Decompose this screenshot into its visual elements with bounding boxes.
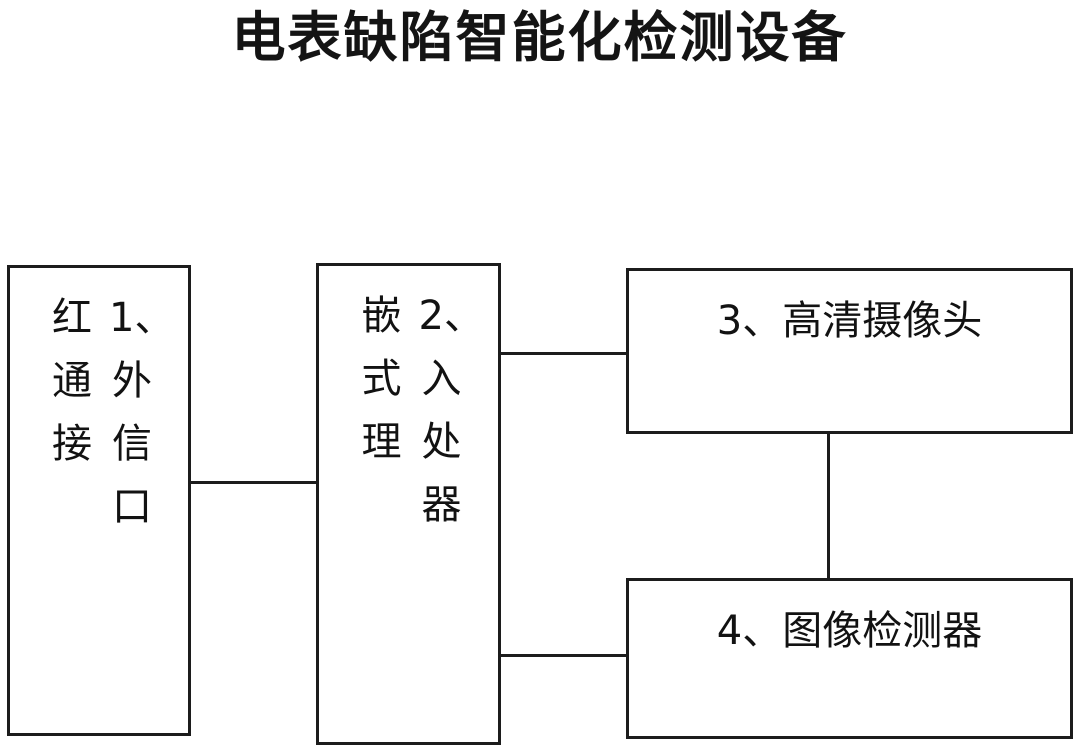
node-image-detector[interactable]: 4、图像检测器	[626, 578, 1073, 739]
node-embedded-processor-column-1: 2、 入 处 器	[418, 288, 484, 534]
connector-processor-to-camera	[498, 352, 629, 355]
char: 接	[52, 421, 92, 467]
char: 嵌	[361, 293, 402, 339]
char: 2、	[418, 293, 484, 339]
char: 红	[52, 295, 92, 341]
node-infrared-port-column-1: 1、 外 信 口	[109, 290, 175, 536]
node-image-detector-label: 4、图像检测器	[716, 608, 983, 654]
char: 1、	[109, 295, 175, 341]
char: 入	[421, 356, 462, 402]
connector-processor-to-detector	[498, 654, 629, 657]
node-embedded-processor[interactable]: 2、 入 处 器 嵌 式 理	[316, 263, 501, 745]
node-embedded-processor-column-2: 嵌 式 理	[359, 288, 405, 471]
char: 外	[112, 358, 152, 404]
char: 理	[361, 419, 402, 465]
node-hd-camera-label: 3、高清摄像头	[716, 298, 983, 344]
node-infrared-port[interactable]: 1、 外 信 口 红 通 接	[7, 265, 191, 736]
char: 处	[421, 419, 462, 465]
char: 通	[52, 358, 92, 404]
connector-port-to-processor	[188, 481, 319, 484]
node-embedded-processor-label: 2、 入 处 器 嵌 式 理	[319, 288, 498, 563]
connector-camera-to-detector	[827, 431, 830, 581]
node-hd-camera[interactable]: 3、高清摄像头	[626, 268, 1073, 434]
char: 信	[112, 421, 152, 467]
node-infrared-port-column-2: 红 通 接	[49, 290, 95, 473]
page-title: 电表缺陷智能化检测设备	[231, 6, 848, 69]
char: 口	[112, 484, 152, 530]
char: 器	[421, 482, 462, 528]
node-infrared-port-label: 1、 外 信 口 红 通 接	[10, 290, 188, 565]
char: 式	[361, 356, 402, 402]
